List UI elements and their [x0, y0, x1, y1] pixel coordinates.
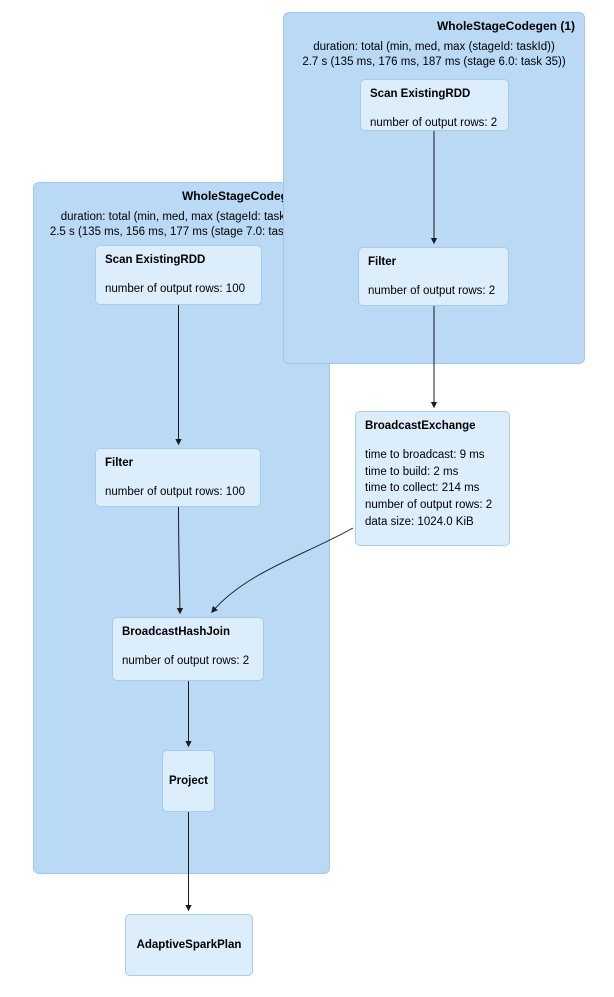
cluster-duration: duration: total (min, med, max (stageId:… — [284, 40, 584, 70]
node-metrics: number of output rows: 2 — [370, 115, 499, 132]
node-title: Project — [169, 775, 208, 787]
cluster-duration: duration: total (min, med, max (stageId:… — [34, 210, 329, 240]
node-title: Scan ExistingRDD — [105, 254, 206, 266]
node-title: BroadcastHashJoin — [122, 626, 231, 638]
node-title: Scan ExistingRDD — [370, 88, 471, 100]
node-title: Filter — [368, 256, 397, 268]
cluster-label: WholeStageCodegen (1) — [436, 19, 575, 33]
duration-value: 2.5 s (135 ms, 156 ms, 177 ms (stage 7.0… — [49, 225, 314, 238]
metric-output-rows: number of output rows: 100 — [105, 486, 245, 498]
node-metrics: number of output rows: 100 — [105, 281, 252, 298]
node-metrics: time to broadcast: 9 ms time to build: 2… — [365, 447, 500, 530]
node-adaptive-spark-plan[interactable]: AdaptiveSparkPlan — [125, 914, 253, 976]
metric-data-size: data size: 1024.0 KiB — [365, 515, 474, 528]
metric-time-to-collect: time to collect: 214 ms — [365, 482, 480, 495]
node-scan-existingrdd-2[interactable]: Scan ExistingRDD number of output rows: … — [95, 245, 262, 305]
node-title: Filter — [105, 457, 134, 469]
node-filter-2[interactable]: Filter number of output rows: 100 — [95, 448, 261, 507]
node-filter-1[interactable]: Filter number of output rows: 2 — [358, 247, 509, 306]
node-metrics: number of output rows: 2 — [368, 283, 499, 300]
node-broadcast-exchange[interactable]: BroadcastExchange time to broadcast: 9 m… — [355, 411, 510, 546]
metric-output-rows: number of output rows: 2 — [122, 655, 250, 667]
duration-header: duration: total (min, med, max (stageId:… — [60, 211, 303, 223]
metric-time-to-broadcast: time to broadcast: 9 ms — [365, 449, 485, 461]
cluster-wholestagecodegen-1: WholeStageCodegen (1) duration: total (m… — [283, 12, 585, 364]
node-broadcast-hash-join[interactable]: BroadcastHashJoin number of output rows:… — [112, 617, 264, 681]
node-project[interactable]: Project — [162, 750, 215, 812]
node-scan-existingrdd-1[interactable]: Scan ExistingRDD number of output rows: … — [360, 79, 509, 131]
metric-time-to-build: time to build: 2 ms — [365, 465, 459, 478]
node-title: AdaptiveSparkPlan — [136, 939, 242, 951]
metric-output-rows: number of output rows: 100 — [105, 283, 245, 295]
duration-value: 2.7 s (135 ms, 176 ms, 187 ms (stage 6.0… — [302, 55, 566, 68]
metric-output-rows: number of output rows: 2 — [365, 499, 493, 512]
metric-output-rows: number of output rows: 2 — [370, 117, 498, 129]
node-metrics: number of output rows: 100 — [105, 484, 251, 501]
metric-output-rows: number of output rows: 2 — [368, 285, 496, 297]
node-title: BroadcastExchange — [365, 420, 476, 432]
duration-header: duration: total (min, med, max (stageId:… — [313, 41, 555, 53]
node-metrics: number of output rows: 2 — [122, 653, 254, 670]
